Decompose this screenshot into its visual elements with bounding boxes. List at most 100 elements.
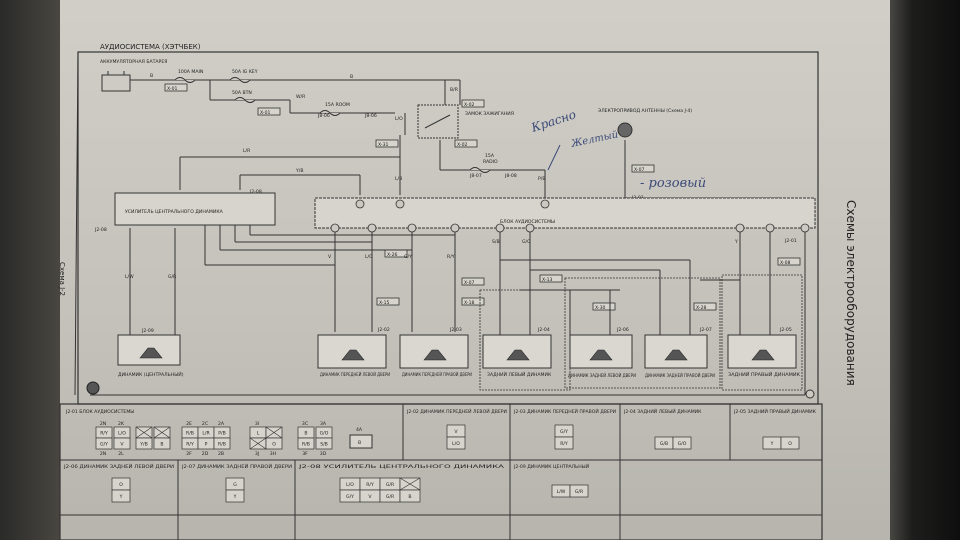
fuse-main-symbol bbox=[174, 77, 196, 83]
pin-cell bbox=[153, 437, 171, 450]
wire-label-b2: B bbox=[350, 74, 353, 80]
wire-label-b1: B bbox=[150, 73, 153, 79]
table-title-j209: J2-09 ДИНАМИК ЦЕНТРАЛЬНЫЙ bbox=[513, 463, 589, 470]
pin-cell bbox=[554, 436, 574, 450]
battery-symbol bbox=[101, 74, 131, 92]
pin-wire-label: R/B bbox=[302, 442, 310, 448]
background-right-shadow bbox=[880, 0, 960, 540]
connector-x07a: X-07 bbox=[634, 167, 644, 173]
pin-number-label: 2C bbox=[202, 421, 208, 427]
joint-j203: J2-03 bbox=[449, 327, 462, 333]
pin-number-label: 2N bbox=[100, 451, 106, 457]
wire-label-lb: L/B bbox=[395, 176, 402, 182]
pin-wire-label: O bbox=[788, 441, 792, 447]
wire-label-pb: P/B bbox=[538, 176, 545, 182]
pin-number-label: 2D bbox=[202, 451, 209, 457]
joint-j201-right: J2-01 bbox=[784, 238, 797, 244]
pin-4a-label: 4A bbox=[356, 427, 363, 433]
speaker-rear-right-label: ЗАДНИЙ ПРАВЫЙ ДИНАМИК bbox=[728, 371, 801, 378]
table-title-j203: J2-03 ДИНАМИК ПЕРЕДНЕЙ ПРАВОЙ ДВЕРИ bbox=[513, 408, 616, 415]
table-title-j207: J2-07 ДИНАМИК ЗАДНЕЙ ПРАВОЙ ДВЕРИ bbox=[181, 463, 292, 470]
fuse-btn-label: 50A BTN bbox=[232, 90, 252, 96]
pin-number-label: 2F bbox=[186, 451, 192, 457]
speaker-center-label: ДИНАМИК (ЦЕНТРАЛЬНЫЙ) bbox=[118, 371, 184, 378]
pin-wire-label: G/R bbox=[386, 482, 395, 488]
wire-label-br: B/R bbox=[450, 87, 459, 93]
pin-wire-label: V bbox=[368, 494, 372, 500]
audio-unit-box bbox=[314, 197, 816, 229]
table-title-j204: J2-04 ЗАДНИЙ ЛЕВЫЙ ДИНАМИК bbox=[623, 408, 702, 415]
pin-wire-label: G/B bbox=[660, 441, 668, 447]
pin-cell bbox=[780, 436, 800, 450]
speaker-rear-left-box bbox=[482, 334, 552, 369]
audio-unit-label: БЛОК АУДИОСИСТЕМЫ bbox=[500, 219, 555, 225]
pin-wire-label: L/R bbox=[202, 431, 210, 437]
pin-wire-label: B bbox=[160, 442, 163, 448]
connector-x01a: X-01 bbox=[167, 86, 177, 92]
pin-wire-label: Y bbox=[119, 494, 123, 500]
wire-label-lr: L/R bbox=[243, 148, 251, 154]
pin-wire-label: G/O bbox=[320, 431, 329, 437]
connector-x02a: X-02 bbox=[464, 102, 474, 108]
wire-label-gy: G/Y bbox=[404, 254, 412, 260]
speaker-front-right-label: ДИНАМИК ПЕРЕДНЕЙ ПРАВОЙ ДВЕРИ bbox=[402, 371, 472, 378]
joint-j208-left: J2-08 bbox=[94, 227, 107, 233]
connector-table-frame bbox=[59, 403, 823, 540]
pin-number-label: 2A bbox=[218, 421, 225, 427]
pin-wire-label: G/O bbox=[678, 441, 687, 447]
pin-wire-label: G/R bbox=[575, 489, 584, 495]
pin-wire-label: L bbox=[257, 431, 260, 437]
joint-j202: J2-02 bbox=[377, 327, 390, 333]
connector-x01b: X-01 bbox=[260, 110, 270, 116]
pin-wire-label: L/O bbox=[452, 441, 460, 447]
speaker-rear-right-box bbox=[727, 334, 797, 369]
pin-wire-label: O bbox=[119, 482, 123, 488]
pin-wire-label: R/Y bbox=[366, 482, 374, 488]
pin-wire-label: Y/B bbox=[139, 442, 148, 448]
pin-number-label: 3H bbox=[270, 451, 276, 457]
ground-symbol bbox=[86, 381, 100, 395]
fuse-radio-label-b: RADIO bbox=[483, 159, 498, 165]
pin-wire-label: L/O bbox=[346, 482, 354, 488]
pin-wire-label: R/B bbox=[218, 442, 226, 448]
pin-wire-label: Y bbox=[233, 494, 237, 500]
connector-x08: X-08 bbox=[780, 260, 790, 266]
wire-label-v: V bbox=[328, 254, 332, 260]
joint-j206: J2-06 bbox=[616, 327, 629, 333]
pin-4a-value: B bbox=[358, 440, 361, 446]
fuse-room-symbol bbox=[319, 110, 341, 116]
pin-number-label: 2N bbox=[100, 421, 106, 427]
connector-x13: X-13 bbox=[542, 277, 552, 283]
speaker-icon bbox=[423, 349, 447, 361]
speaker-front-left-label: ДИНАМИК ПЕРЕДНЕЙ ЛЕВОЙ ДВЕРИ bbox=[320, 371, 390, 378]
pin-number-label: 3D bbox=[320, 451, 327, 457]
pin-wire-label: B bbox=[408, 494, 411, 500]
center-amp-label: УСИЛИТЕЛЬ ЦЕНТРАЛЬНОГО ДИНАМИКА bbox=[125, 209, 224, 215]
pin-cell bbox=[225, 489, 245, 503]
wire-label-wr: W/R bbox=[296, 94, 306, 100]
pin-wire-label: S/B bbox=[320, 442, 328, 448]
pin-wire-label: V bbox=[120, 442, 124, 448]
pin-cell bbox=[297, 437, 315, 450]
speaker-rear-right-door-label: ДИНАМИК ЗАДНЕЙ ПРАВОЙ ДВЕРИ bbox=[645, 372, 715, 379]
pin-wire-label: R/B bbox=[186, 431, 194, 437]
pin-cell bbox=[113, 437, 131, 450]
pin-wire-label: G/Y bbox=[560, 429, 568, 435]
connector-x15: X-15 bbox=[379, 300, 389, 306]
pin-wire-label: O bbox=[272, 442, 276, 448]
speaker-icon bbox=[341, 349, 365, 361]
pin-wire-label: L/W bbox=[557, 489, 566, 495]
connector-x30: X-30 bbox=[595, 305, 605, 311]
pin-cell bbox=[569, 484, 589, 498]
wire-label-sb: S/B bbox=[492, 239, 500, 245]
pin-cell bbox=[135, 437, 153, 450]
side-title-left: Схема J-2 bbox=[58, 262, 66, 296]
pin-number-label: 2E bbox=[186, 421, 192, 427]
pin-number-label: 2B bbox=[218, 451, 224, 457]
battery-label: АККУМУЛЯТОРНАЯ БАТАРЕЯ bbox=[100, 59, 167, 65]
pin-wire-label: R/Y bbox=[186, 442, 194, 448]
pin-number-label: 2K bbox=[118, 421, 125, 427]
table-title-j206: J2-06 ДИНАМИК ЗАДНЕЙ ЛЕВОЙ ДВЕРИ bbox=[63, 463, 174, 470]
